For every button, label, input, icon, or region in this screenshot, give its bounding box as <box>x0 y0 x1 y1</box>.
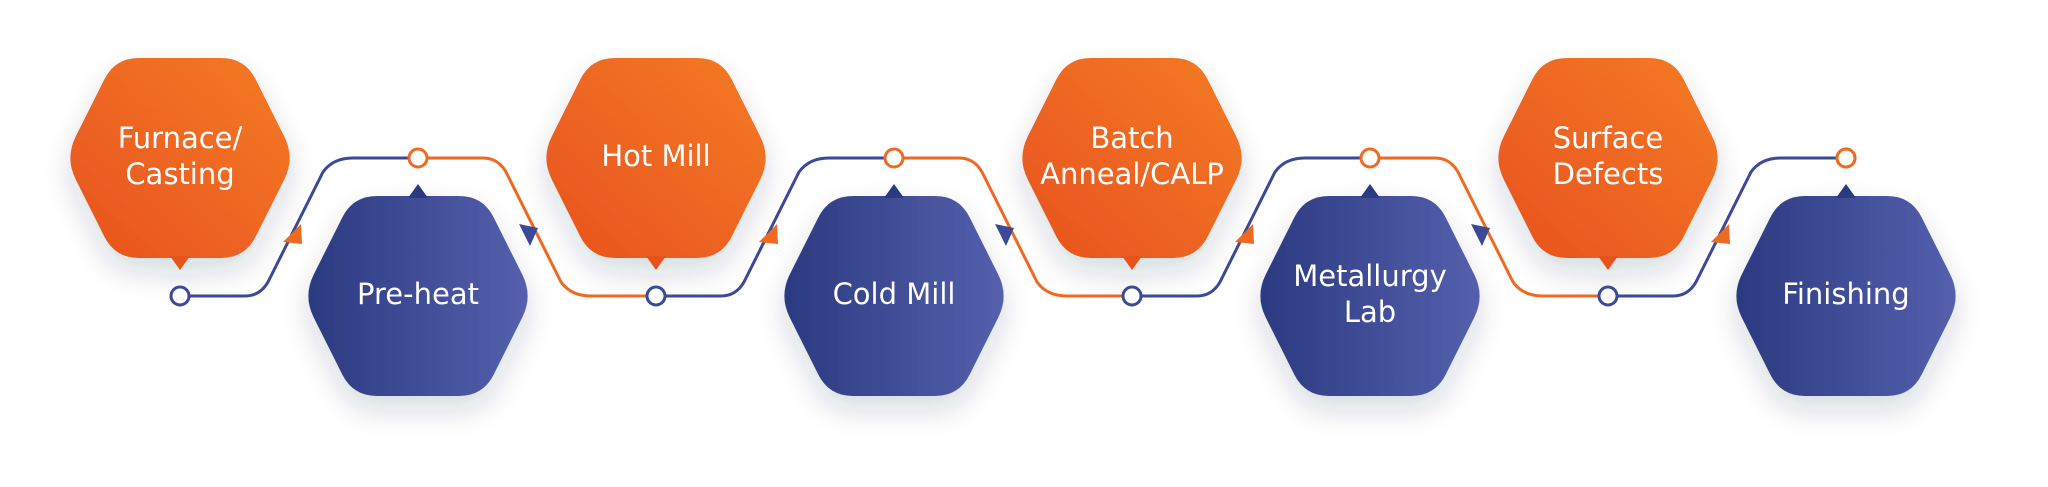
hexagon-shape <box>70 58 290 270</box>
connector-node <box>883 147 905 169</box>
connector-node <box>407 147 429 169</box>
step-label: Surface <box>1553 121 1663 155</box>
connector-node <box>1597 285 1619 307</box>
connector-arrow <box>283 224 302 244</box>
connector-line <box>178 156 420 298</box>
hexagon <box>784 196 1004 396</box>
connector-node-end <box>1835 147 1857 169</box>
hexagon <box>1260 196 1480 396</box>
connector-node <box>1121 285 1143 307</box>
connector-arrow <box>1471 224 1490 246</box>
step-label: Furnace/ <box>118 121 243 155</box>
hexagon-pointer <box>884 184 904 198</box>
connector-layer <box>178 156 1848 298</box>
step-label: Lab <box>1344 295 1396 329</box>
connector-arrow <box>759 224 778 244</box>
hexagon <box>546 58 766 258</box>
hexagon-pointer <box>1360 184 1380 198</box>
hexagon-shape <box>1736 184 1956 396</box>
hexagon-shape <box>308 184 528 396</box>
hexagon-pointer <box>408 184 428 198</box>
step-label: Cold Mill <box>833 277 956 311</box>
hexagon-shape <box>546 58 766 270</box>
connector-arrow <box>519 224 538 246</box>
connector-arrow <box>1711 224 1730 244</box>
connector-line <box>1130 156 1372 298</box>
step-label: Hot Mill <box>601 139 710 173</box>
connector-line <box>416 156 658 298</box>
connector-line <box>1368 156 1610 298</box>
step-pre-heat: Pre-heat <box>308 184 528 396</box>
step-label: Metallurgy <box>1293 259 1446 293</box>
step-label: Batch <box>1090 121 1173 155</box>
hexagon-shape <box>1022 58 1242 270</box>
step-label: Casting <box>125 157 234 191</box>
hexagon <box>1022 58 1242 258</box>
step-label: Finishing <box>1782 277 1909 311</box>
step-label: Pre-heat <box>357 277 479 311</box>
hexagon <box>308 196 528 396</box>
connector-line <box>1606 156 1848 298</box>
hexagon-pointer <box>1836 184 1856 198</box>
hexagon-shape <box>784 184 1004 396</box>
connector-node <box>1359 147 1381 169</box>
connector-node <box>169 285 191 307</box>
connector-arrow <box>1235 224 1254 244</box>
connector-arrow <box>995 224 1014 246</box>
hexagon-pointer <box>170 256 190 270</box>
step-label: Anneal/CALP <box>1040 157 1224 191</box>
hexagon <box>1736 196 1956 396</box>
step-label: Defects <box>1553 157 1664 191</box>
hexagon <box>1498 58 1718 258</box>
connector-line <box>892 156 1134 298</box>
hexagon-pointer <box>646 256 666 270</box>
hexagon-pointer <box>1122 256 1142 270</box>
hexagon-pointer <box>1598 256 1618 270</box>
hexagon-shape <box>1498 58 1718 270</box>
node-layer <box>169 147 1857 307</box>
step-cold-mill: Cold Mill <box>784 184 1004 396</box>
connector-node <box>645 285 667 307</box>
connector-line <box>654 156 896 298</box>
step-hot-mill: Hot Mill <box>546 58 766 270</box>
hexagon <box>70 58 290 258</box>
hexagon-shape <box>1260 184 1480 396</box>
step-furnace-casting: Furnace/Casting <box>70 58 290 270</box>
step-finishing: Finishing <box>1736 184 1956 396</box>
